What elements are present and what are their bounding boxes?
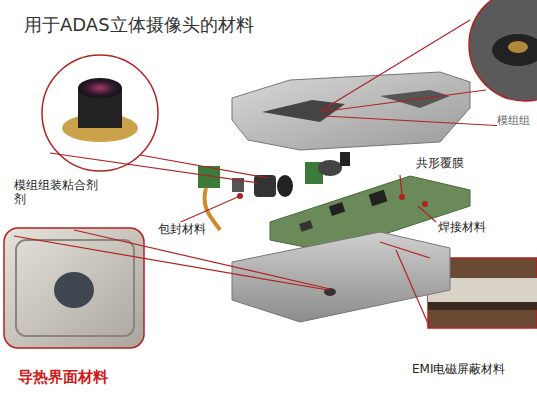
thermal-pad <box>54 272 94 308</box>
housing-cover <box>232 72 470 150</box>
chip <box>369 190 388 206</box>
inset-detail <box>16 240 134 336</box>
camera-lens <box>318 160 342 176</box>
leader-lines <box>14 20 505 328</box>
camera-lens <box>277 175 293 197</box>
marker-dot <box>422 201 428 207</box>
marker-dot <box>237 193 243 199</box>
part-label: 模组组 <box>497 114 530 127</box>
inset-circle <box>469 0 537 101</box>
inset-circle <box>42 55 158 171</box>
lens-glass <box>78 78 122 98</box>
part-label: EMI电磁屏蔽材料 <box>412 362 505 376</box>
part-label: 模组组装粘合剂 剂 <box>14 178 106 207</box>
inset-detail <box>428 302 537 310</box>
inset-detail <box>508 41 528 53</box>
marker-dot <box>399 194 405 200</box>
part-label: 包封材料 <box>158 222 206 236</box>
part-label: 焊接材料 <box>438 220 486 234</box>
part-label: 共形覆膜 <box>416 156 464 170</box>
title: 用于ADAS立体摄像头的材料 <box>24 14 254 36</box>
inset-detail <box>492 34 537 66</box>
camera-lens <box>340 152 350 166</box>
highlight-label: 导热界面材料 <box>18 368 108 386</box>
housing-tray <box>232 232 450 322</box>
chip <box>299 220 313 231</box>
chip <box>329 202 345 216</box>
camera-lens <box>254 175 276 197</box>
flex-cable <box>205 188 220 230</box>
